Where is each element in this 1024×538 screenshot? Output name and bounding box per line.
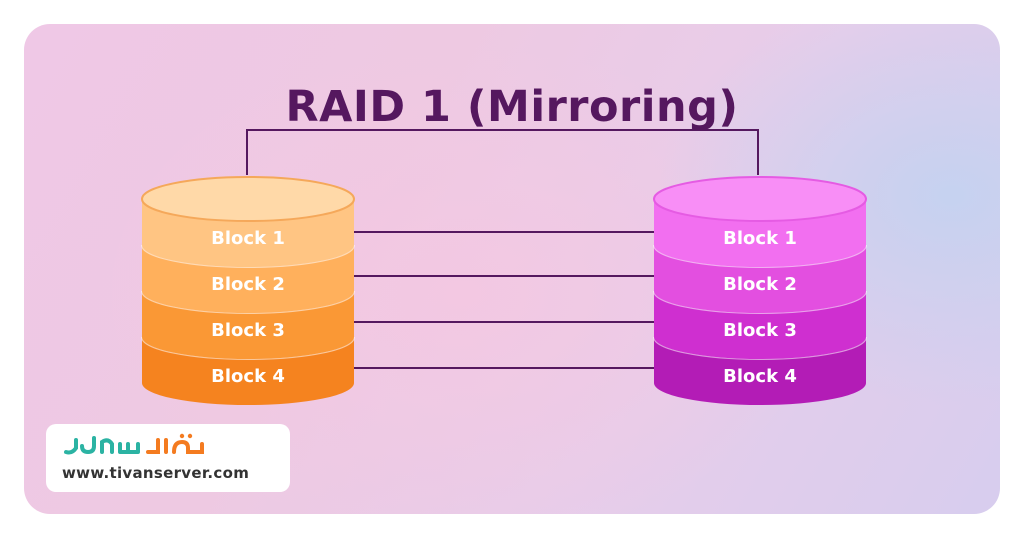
brand-url: www.tivanserver.com [62, 464, 250, 482]
disk-top-cap [653, 176, 867, 222]
brand-logo-mark [64, 433, 204, 455]
disk-block-segment [654, 199, 866, 267]
disk-block-label: Block 4 [211, 366, 285, 387]
disk-block-segment [142, 199, 354, 267]
disk-block-segment [654, 245, 866, 313]
diagram-card: RAID 1 (Mirroring) Block 4 Block 3 Block 2… [24, 24, 1000, 514]
disk-left: Block 4 Block 3 Block 2 Block 1 [141, 176, 355, 405]
disk-block-segment [142, 337, 354, 405]
brand-logo: www.tivanserver.com [46, 424, 290, 492]
disk-block-label: Block 4 [723, 366, 797, 387]
disk-block-label: Block 1 [211, 228, 285, 249]
diagram-title: RAID 1 (Mirroring) [285, 82, 739, 132]
disk-block-label: Block 2 [723, 274, 797, 295]
disk-block-segment [142, 245, 354, 313]
disk-block-segment [142, 291, 354, 359]
disk-block-segment [654, 291, 866, 359]
disk-block-label: Block 2 [211, 274, 285, 295]
disk-block-label: Block 1 [723, 228, 797, 249]
disk-block-segment [654, 337, 866, 405]
disk-top-cap [141, 176, 355, 222]
disk-right: Block 4 Block 3 Block 2 Block 1 [653, 176, 867, 405]
disk-block-label: Block 3 [211, 320, 285, 341]
mirror-bracket-line [246, 129, 759, 175]
disk-block-label: Block 3 [723, 320, 797, 341]
